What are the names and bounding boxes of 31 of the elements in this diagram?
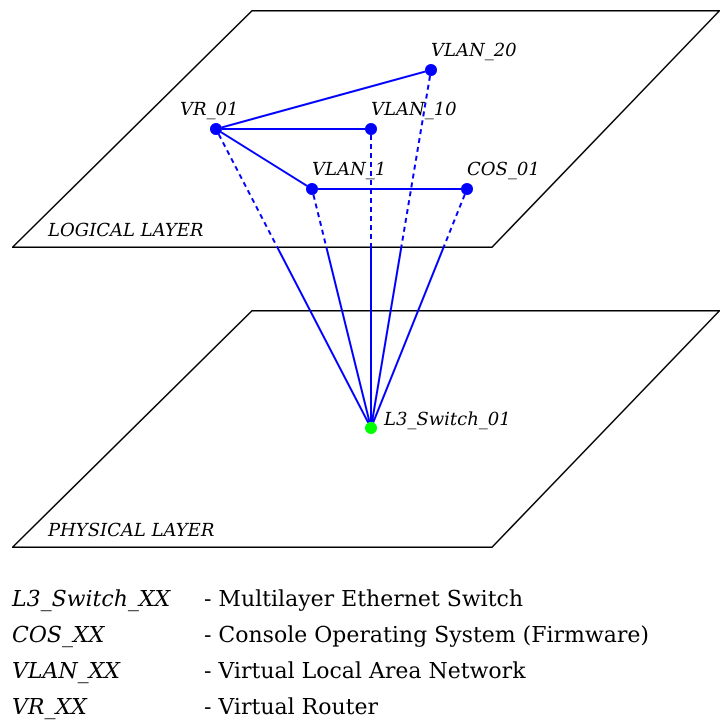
legend-description: - Virtual Router (204, 697, 378, 719)
connector-line (220, 131, 308, 187)
layer-label: PHYSICAL LAYER (48, 522, 214, 540)
legend-term: COS_XX (12, 625, 104, 647)
layer-label: LOGICAL LAYER (48, 222, 204, 240)
legend-description: - Console Operating System (Firmware) (204, 625, 649, 647)
connector-line (312, 194, 371, 422)
legend-description: - Virtual Local Area Network (204, 661, 526, 683)
connector-line (372, 194, 466, 423)
connector-line (218, 134, 370, 424)
legend-description: - Multilayer Ethernet Switch (204, 589, 524, 611)
node-dot (306, 183, 318, 195)
node-dot (365, 422, 377, 434)
connector-line (370, 135, 372, 422)
node-dot (425, 64, 437, 76)
node-label: VLAN_20 (431, 42, 517, 60)
node-dot (461, 183, 473, 195)
node-dot (365, 123, 377, 135)
node-label: COS_01 (467, 161, 540, 179)
node-label: L3_Switch_01 (384, 411, 511, 429)
connector-line (371, 76, 431, 422)
legend-term: VR_XX (12, 697, 87, 719)
legend-term: L3_Switch_XX (12, 589, 170, 611)
connector-line (222, 70, 426, 128)
node-label: VLAN_1 (312, 161, 386, 179)
node-label: VR_01 (180, 101, 238, 119)
connector-line (318, 188, 461, 190)
node-label: VLAN_10 (371, 101, 457, 119)
legend-term: VLAN_XX (12, 661, 120, 683)
connector-line (222, 128, 365, 130)
node-dot (210, 123, 222, 135)
